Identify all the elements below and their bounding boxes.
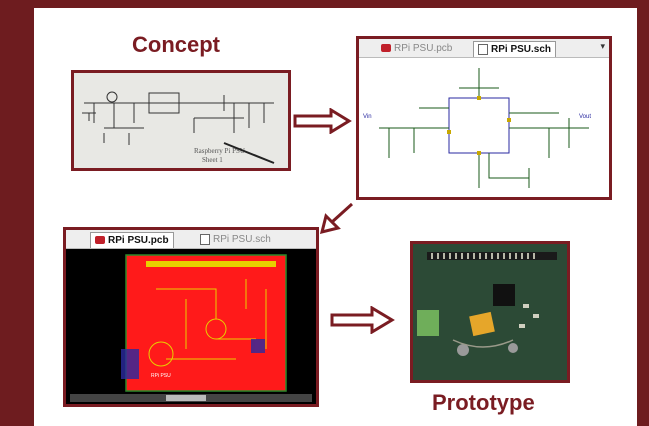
tab-label: RPi PSU.pcb xyxy=(394,43,453,54)
tab-menu-icon[interactable]: ▾ xyxy=(600,41,605,51)
photo-board-drawing xyxy=(413,244,567,380)
concept-title: Concept xyxy=(132,32,220,57)
schematic-drawing: Vin Vout xyxy=(363,68,591,188)
concept-sketch-image: Raspberry Pi PSU Sheet 1 xyxy=(71,70,291,171)
schematic-window: RPi PSU.pcb RPi PSU.sch ▾ Vin Vout xyxy=(356,36,612,200)
arrow-right-icon xyxy=(293,108,352,134)
arrow-diagonal-icon xyxy=(319,202,354,235)
pcb-tabbar: RPi PSU.pcb RPi PSU.sch xyxy=(66,230,316,249)
svg-text:Vout: Vout xyxy=(579,114,591,120)
tab-pcb[interactable]: RPi PSU.pcb xyxy=(90,232,174,248)
prototype-title: Prototype xyxy=(432,390,535,415)
sketch-drawing: Raspberry Pi PSU Sheet 1 xyxy=(82,91,275,164)
tab-sch[interactable]: RPi PSU.sch xyxy=(196,232,275,247)
svg-text:Raspberry Pi PSU: Raspberry Pi PSU xyxy=(194,147,245,155)
svg-text:Sheet 1: Sheet 1 xyxy=(202,156,223,164)
tab-pcb[interactable]: RPi PSU.pcb xyxy=(377,41,456,56)
tab-sch[interactable]: RPi PSU.sch xyxy=(473,41,557,57)
prototype-photo xyxy=(410,241,570,383)
tab-label: RPi PSU.sch xyxy=(213,234,271,245)
pcb-file-icon xyxy=(95,236,105,245)
schematic-file-icon xyxy=(200,233,210,245)
schematic-file-icon xyxy=(478,43,488,55)
svg-text:RPi PSU: RPi PSU xyxy=(151,373,171,379)
pcb-drawing: RPi PSU xyxy=(70,254,312,402)
pcb-window: RPi PSU.pcb RPi PSU.sch RPi PSU xyxy=(63,227,319,407)
svg-text:Vin: Vin xyxy=(363,114,372,120)
tab-label: RPi PSU.pcb xyxy=(108,235,169,246)
schematic-tabbar: RPi PSU.pcb RPi PSU.sch ▾ xyxy=(359,39,609,58)
tab-label: RPi PSU.sch xyxy=(491,44,552,55)
pcb-file-icon xyxy=(381,44,391,53)
arrow-right-icon xyxy=(330,306,395,334)
